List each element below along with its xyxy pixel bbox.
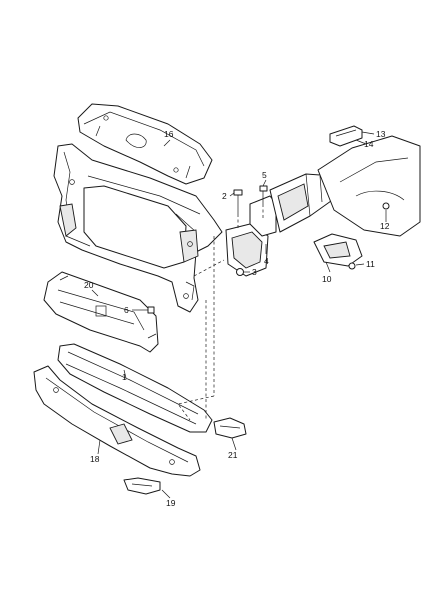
callout-13: 13 (376, 129, 386, 139)
part-21-bracket (213, 417, 247, 439)
callout-20: 20 (84, 280, 94, 290)
assembly-lines (177, 204, 264, 421)
part-19-bracket (123, 477, 161, 495)
callout-2: 2 (222, 191, 227, 201)
callout-11: 11 (366, 259, 375, 269)
callout-1: 1 (122, 372, 127, 382)
callout-12: 12 (380, 221, 390, 231)
callout-3: 3 (252, 267, 257, 277)
part-16-upper-cover (77, 103, 213, 185)
callout-18: 18 (90, 454, 100, 464)
callout-16: 16 (164, 129, 174, 139)
wheelhouse-panel (317, 135, 421, 237)
part-13-14-bracket (329, 125, 363, 147)
callout-5: 5 (262, 170, 267, 180)
callout-21: 21 (228, 450, 238, 460)
leader-lines (91, 131, 387, 499)
part-20-air-guide (43, 271, 159, 353)
callout-10: 10 (322, 274, 332, 284)
callout-labels: 1 2 3 4 5 6 10 11 12 13 14 16 18 19 20 2… (84, 129, 390, 508)
part-18-lower-support (33, 365, 201, 477)
callout-4: 4 (264, 256, 269, 266)
fasteners (136, 185, 390, 314)
part-10-bracket (313, 233, 363, 267)
callout-19: 19 (166, 498, 176, 508)
side-member (269, 173, 339, 233)
lock-carrier-frame (53, 143, 223, 313)
callout-6: 6 (124, 305, 129, 315)
callout-14: 14 (364, 139, 374, 149)
part-1-bumper-absorber (57, 343, 213, 433)
